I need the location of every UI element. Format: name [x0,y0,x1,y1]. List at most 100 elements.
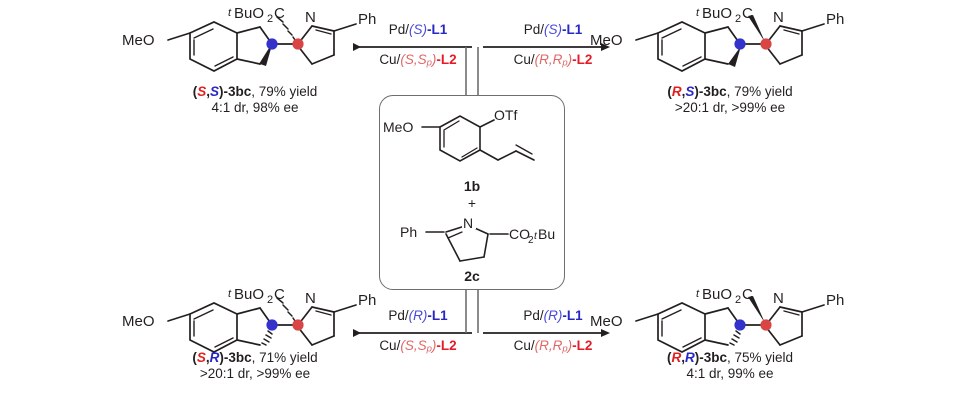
config-1: R [671,350,682,365]
caption-bottom-left: (S,R)-3bc, 71% yield >20:1 dr, >99% ee [105,350,405,381]
config-label: (S,Sp) [400,52,437,69]
ligand-l1-label: -L1 [562,22,583,37]
compound-code: -3bc [223,350,252,365]
substrate-2c-label: 2c [464,268,480,284]
label-tbu-prefix: t [534,231,538,242]
config-label: (S) [409,22,427,37]
config-2: S [685,84,695,99]
yield-text: , 71% yield [251,350,318,365]
config-label: (R,Rp) [534,338,573,355]
label-ester-c: C [274,5,285,22]
product-structure-top-left: MeO t BuO 2 C N Ph N [120,2,420,102]
substrate-1b-label: 1b [463,178,481,194]
caption-bottom-right: (R,R)-3bc, 75% yield 4:1 dr, 99% ee [580,350,880,381]
conditions-bottom-right-lower: Cu/(R,Rp)-L2 [478,338,628,355]
hash-ch2 [261,330,273,346]
product-structure-bottom-left: MeO t BuO 2 C Ph N [120,283,420,383]
config-2: R [209,350,220,365]
conditions-top-left-lower: Cu/(S,Sp)-L2 [343,52,493,69]
config-label: (S,Sp) [400,338,437,355]
label-nitrogen-2c: N [463,215,473,231]
stereocenter-dot-red [292,319,304,331]
config-1: S [196,350,206,365]
label-ester: BuO [702,286,732,303]
stereocenter-dot-blue [734,38,746,50]
dr-ee-text: >20:1 dr, >99% ee [199,365,311,381]
compound-code: -3bc [698,84,727,99]
label-otf-1b: OTf [494,107,517,123]
label-phenyl: Ph [358,292,376,309]
label-meo-1b: MeO [383,119,413,135]
label-ester-sub: 2 [735,294,741,306]
label-ester-sub: 2 [735,13,741,25]
dr-ee-text: 4:1 dr, 99% ee [686,365,774,381]
label-ester-sub: 2 [267,294,273,306]
wedge-ester [748,296,765,323]
svg-text:N: N [305,9,316,26]
conditions-bottom-left-upper: Pd/(R)-L1 [343,308,493,323]
label-nitrogen: N [773,9,784,26]
caption-top-left: (S,S)-3bc, 79% yield 4:1 dr, 98% ee [105,84,405,115]
wedge-ester [748,15,765,42]
label-ester-sub: 2 [267,13,273,25]
config-2: S [209,84,219,99]
hash-ester [276,297,296,322]
config-1: R [671,84,682,99]
ligand-l2-label: -L2 [436,52,457,67]
dr-ee-text: 4:1 dr, 98% ee [211,99,299,115]
label-ph-2c: Ph [400,224,417,240]
metal-cu-label: Cu/ [513,52,535,67]
label-tbu-prefix: t [696,7,700,19]
metal-pd-label: Pd/ [523,308,544,323]
label-ester: BuO [234,5,264,22]
substrate-1b-structure: MeO OTf [383,107,535,162]
config-label: (R,Rp) [534,52,573,69]
ligand-l2-label: -L2 [572,338,593,353]
ligand-l2-label: -L2 [436,338,457,353]
plus-sign: + [467,195,477,211]
label-ester-c: C [742,286,753,303]
config-label: (R) [408,308,428,323]
label-meo: MeO [122,32,155,49]
metal-cu-label: Cu/ [379,52,401,67]
conditions-top-left-upper: Pd/(S)-L1 [343,22,493,37]
yield-text: , 75% yield [726,350,794,365]
conditions-top-right-lower: Cu/(R,Rp)-L2 [478,52,628,69]
metal-pd-label: Pd/ [388,22,409,37]
label-tbu: Bu [538,226,555,242]
label-ester: BuO [702,5,732,22]
starting-materials-box: MeO OTf 1b + Ph [379,95,565,290]
stereocenter-dot-red [760,38,772,50]
label-tbu-prefix: t [228,288,232,300]
conditions-top-right-upper: Pd/(S)-L1 [478,22,628,37]
metal-cu-label: Cu/ [379,338,401,353]
yield-text: , 79% yield [251,84,318,99]
compound-code: -3bc [699,350,727,365]
label-phenyl: Ph [826,292,844,309]
stereocenter-dot-red [760,319,772,331]
label-phenyl: Ph [826,11,844,28]
label-meo: MeO [122,313,155,330]
label-meo: MeO [590,32,623,49]
stereocenter-dot-blue [734,319,746,331]
conditions-bottom-left-lower: Cu/(S,Sp)-L2 [343,338,493,355]
label-ester-c: C [742,5,753,22]
dr-ee-text: >20:1 dr, >99% ee [674,99,786,115]
label-ester-c: C [274,286,285,303]
yield-text: , 79% yield [726,84,793,99]
ligand-l1-label: -L1 [427,308,448,323]
ligand-l2-label: -L2 [572,52,593,67]
label-nitrogen: N [305,290,316,307]
substrate-2c-structure: Ph CO 2 t Bu N [400,215,555,262]
metal-pd-label: Pd/ [523,22,544,37]
stereocenter-dot-red [292,38,304,50]
product-structure-bottom-right: MeO t BuO 2 C Ph N [588,283,888,383]
compound-code: -3bc [223,84,252,99]
label-meo: MeO [590,313,623,330]
label-tbu-prefix: t [228,7,232,19]
hash-ch2 [729,330,741,346]
label-co2tbu-sub: 2 [528,235,534,246]
config-label: (S) [544,22,562,37]
